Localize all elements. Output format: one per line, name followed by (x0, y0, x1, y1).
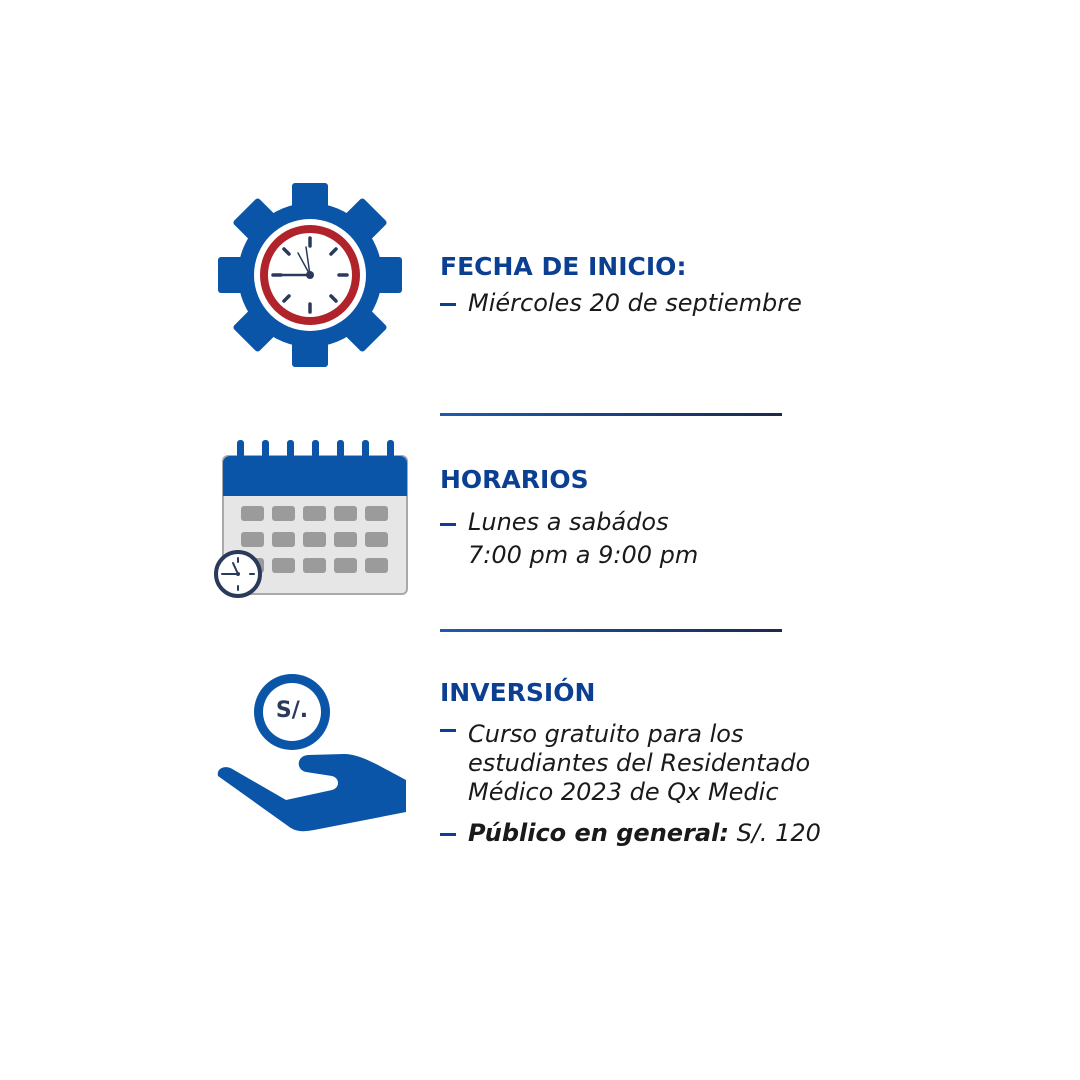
calendar-icon (214, 440, 408, 598)
inversion-bullet-public: Público en general: S/. 120 (440, 818, 880, 850)
fecha-line1: Miércoles 20 de septiembre (468, 289, 802, 317)
inversion-bullet-course: Curso gratuito para los estudiantes del … (440, 719, 880, 811)
fecha-bullet: Miércoles 20 de septiembre (440, 288, 880, 320)
horarios-line2: 7:00 pm a 9:00 pm (468, 541, 699, 569)
bullet-dash (440, 833, 456, 836)
hand-coin-icon (217, 674, 406, 832)
gear-clock-icon (218, 183, 402, 367)
horarios-heading: HORARIOS (440, 465, 589, 494)
public-label: Público en general: (468, 819, 729, 847)
inversion-line1: Curso gratuito para los (468, 720, 744, 748)
inversion-line2: estudiantes del Residentado (468, 749, 811, 777)
bullet-dash (440, 303, 456, 306)
separator-1 (440, 413, 782, 416)
public-price-line: Público en general: S/. 120 (468, 818, 821, 848)
bullet-dash (440, 729, 456, 732)
separator-2 (440, 629, 782, 632)
horarios-line1: Lunes a sabádos (468, 508, 669, 536)
horarios-bullet: Lunes a sabádos 7:00 pm a 9:00 pm (440, 507, 880, 573)
inversion-heading: INVERSIÓN (440, 678, 596, 707)
fecha-heading: FECHA DE INICIO: (440, 252, 687, 281)
inversion-line3: Médico 2023 de Qx Medic (468, 778, 779, 806)
coin-label: S/. (275, 698, 309, 723)
public-price: S/. 120 (736, 819, 821, 847)
bullet-dash (440, 523, 456, 526)
